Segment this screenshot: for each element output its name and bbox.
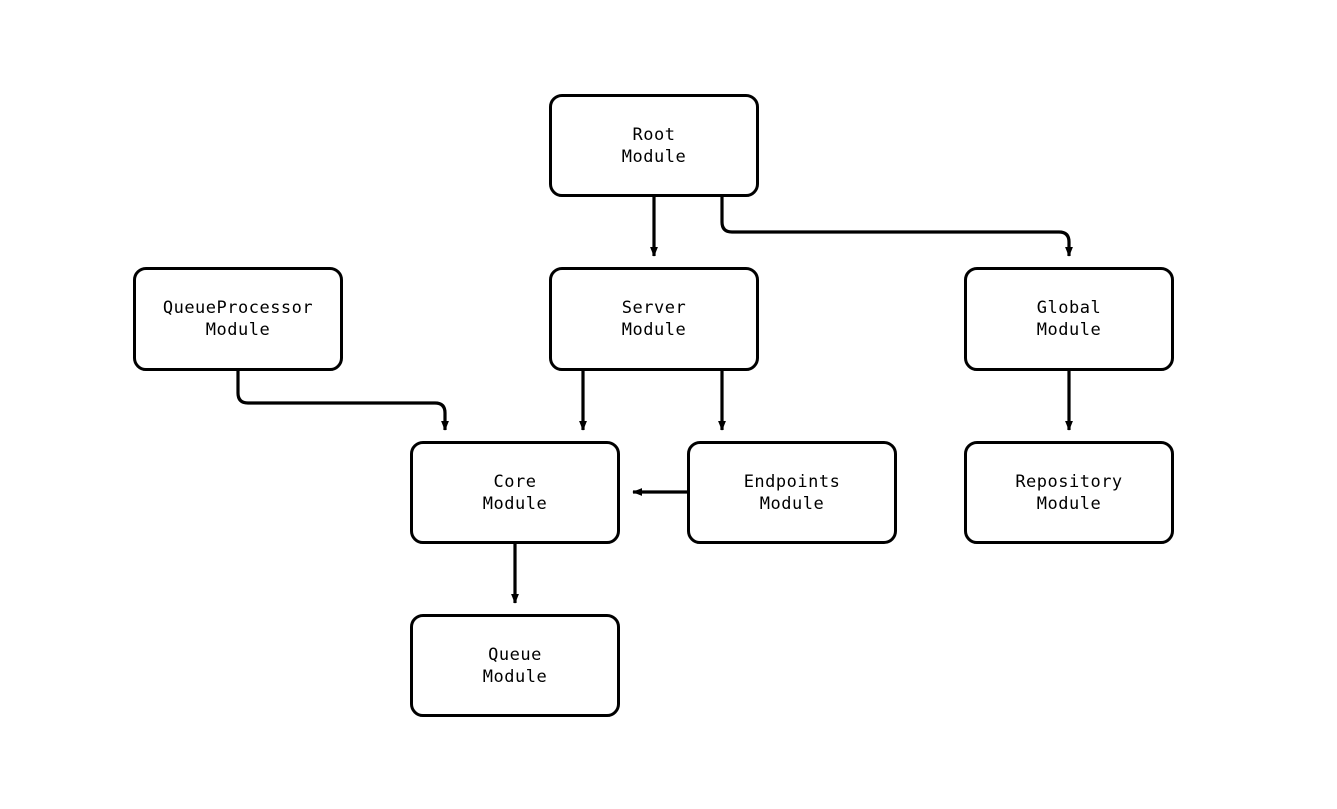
node-core-module-label: Core Module xyxy=(482,471,548,514)
edge-queueprocessor-to-core xyxy=(236,371,449,431)
node-root-module[interactable]: Root Module xyxy=(549,94,759,197)
node-repository-module[interactable]: Repository Module xyxy=(964,441,1174,544)
node-repository-module-label: Repository Module xyxy=(1015,471,1123,514)
node-core-module[interactable]: Core Module xyxy=(410,441,620,544)
node-endpoints-module-label: Endpoints Module xyxy=(743,471,841,514)
node-server-module-label: Server Module xyxy=(621,298,687,340)
node-queueprocessor-module[interactable]: QueueProcessor Module xyxy=(133,267,343,371)
edge-root-to-global xyxy=(720,197,1073,257)
node-global-module-label: Global Module xyxy=(1036,298,1102,340)
node-queue-module[interactable]: Queue Module xyxy=(410,614,620,717)
node-root-module-label: Root Module xyxy=(621,124,687,167)
node-queueprocessor-module-label: QueueProcessor Module xyxy=(162,298,314,340)
node-queue-module-label: Queue Module xyxy=(482,644,548,687)
node-global-module[interactable]: Global Module xyxy=(964,267,1174,371)
node-endpoints-module[interactable]: Endpoints Module xyxy=(687,441,897,544)
node-server-module[interactable]: Server Module xyxy=(549,267,759,371)
